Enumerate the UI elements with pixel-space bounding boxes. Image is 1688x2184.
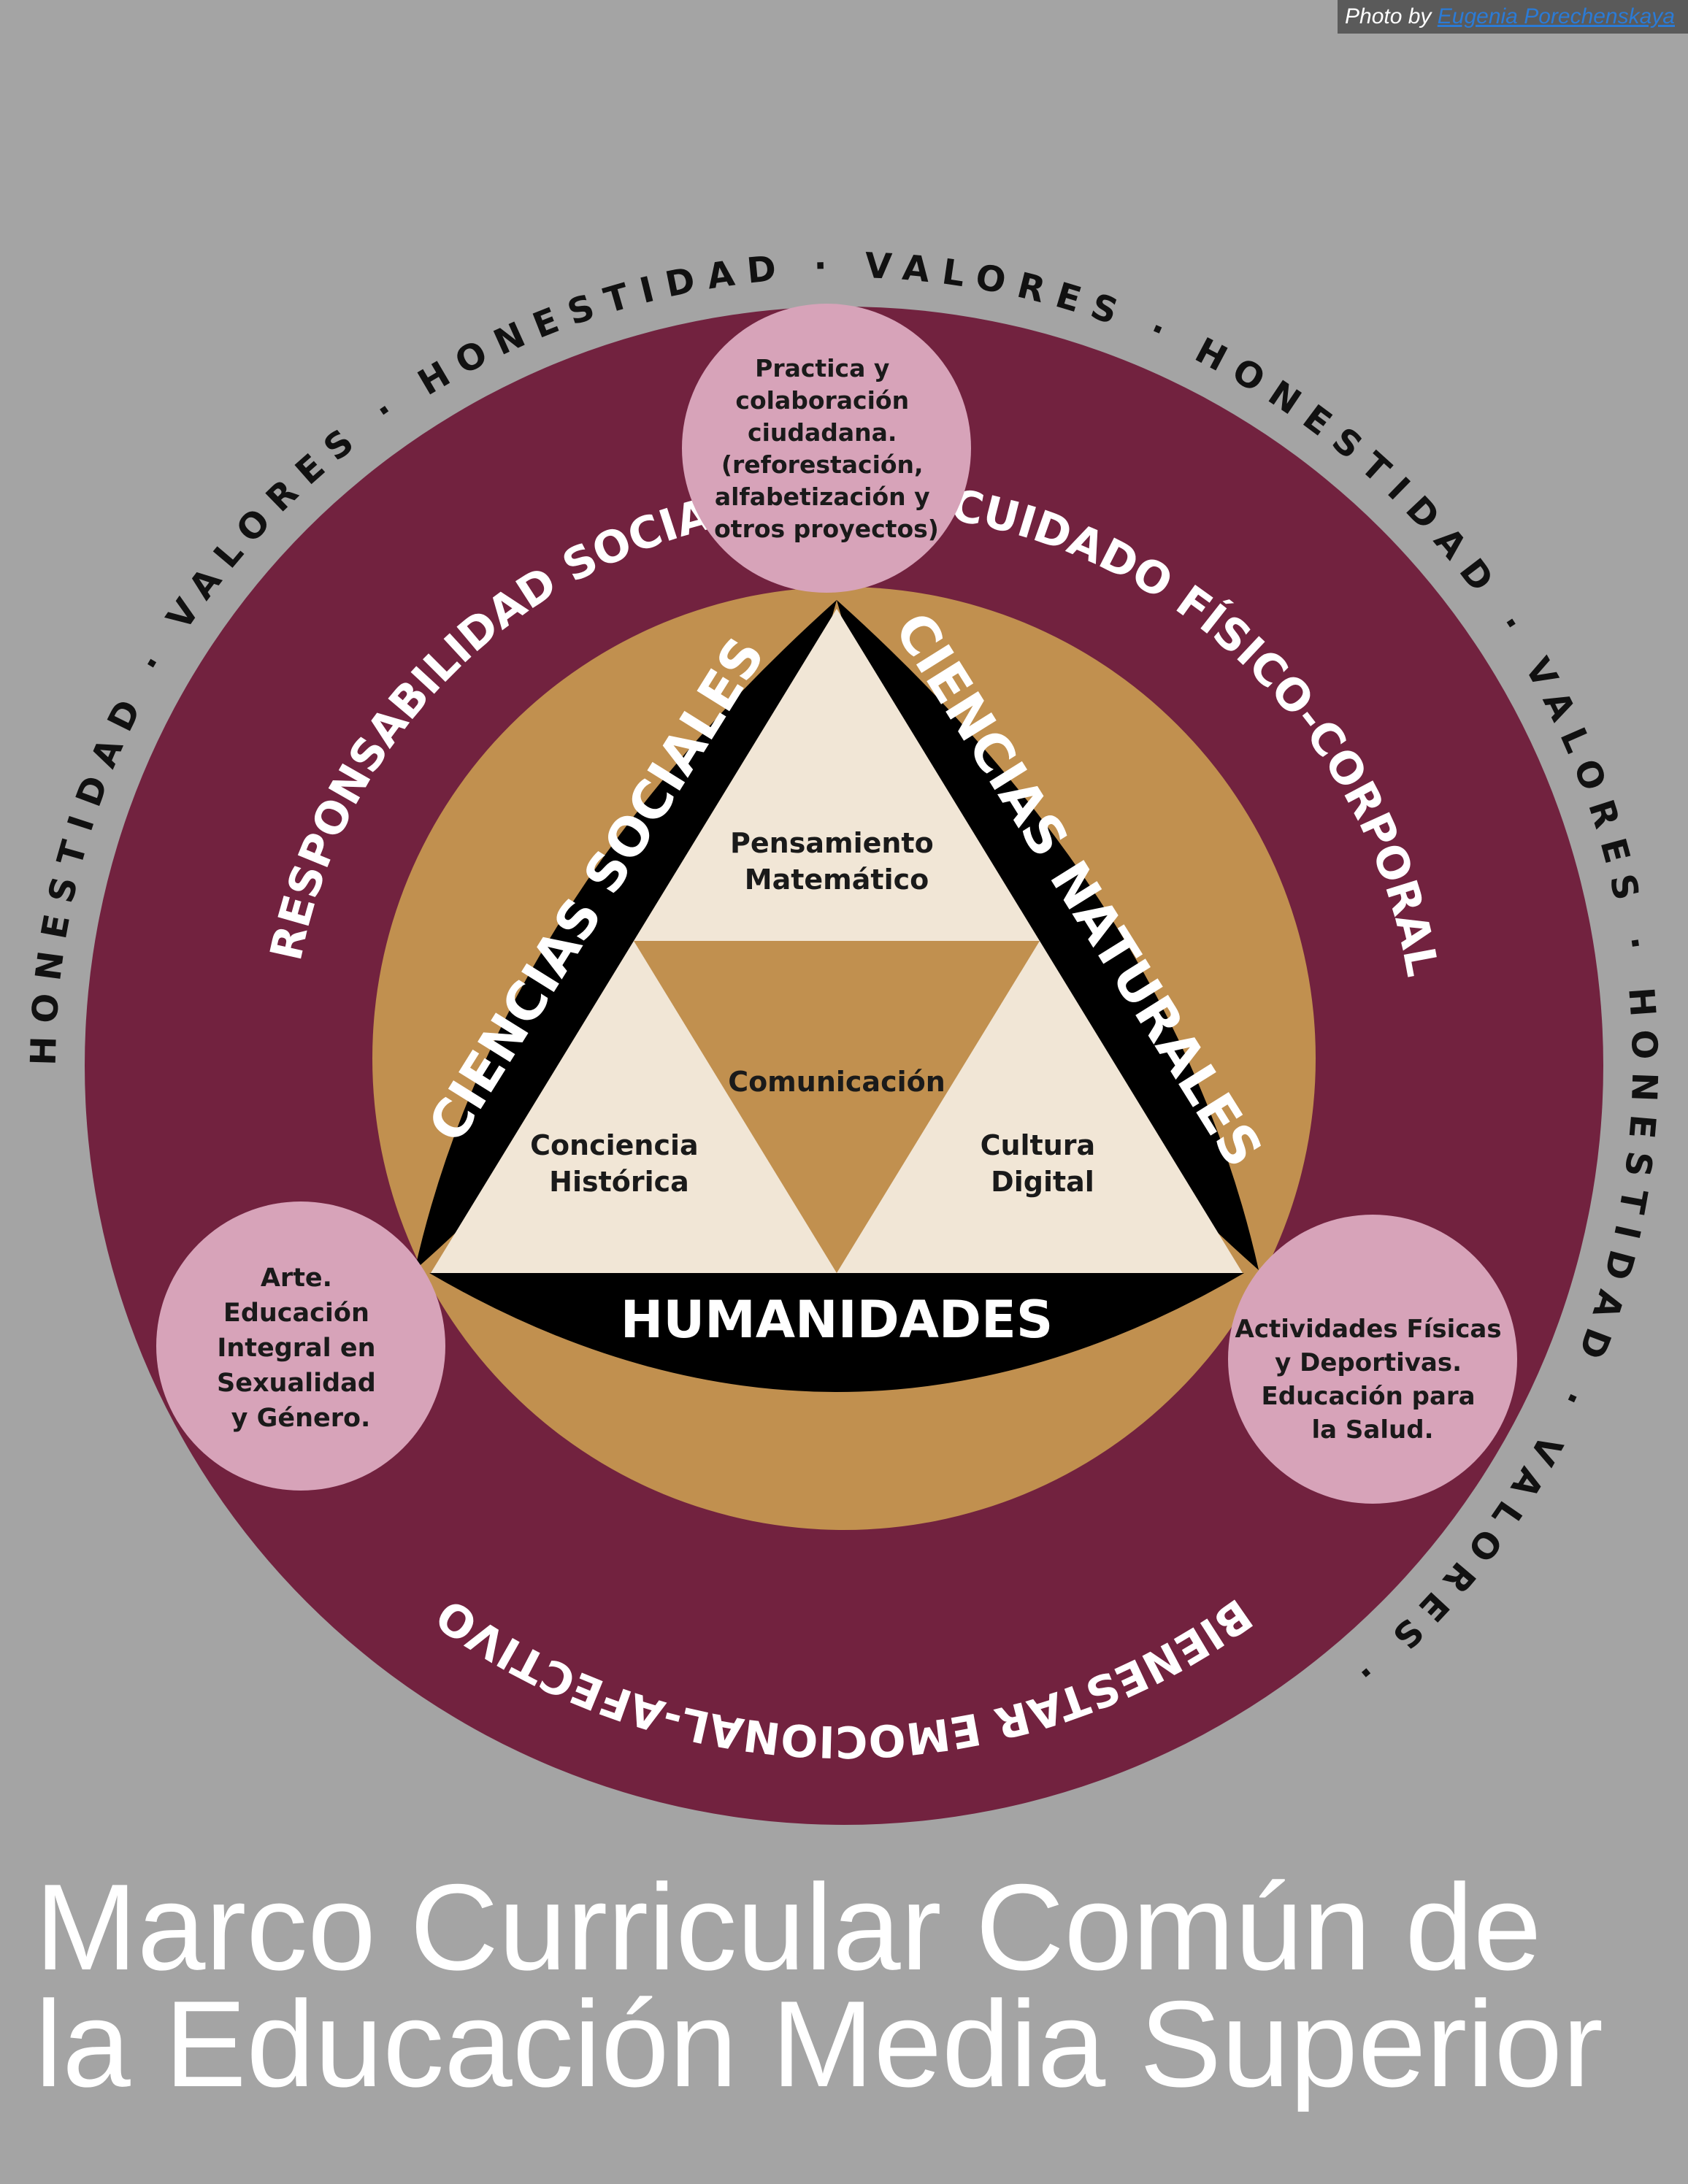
circle-practica-ciudadana (682, 304, 971, 593)
curriculum-diagram: HONESTIDAD · VALORES · HONESTIDAD · VALO… (23, 245, 1652, 1825)
circle-actividades-fisicas (1228, 1215, 1517, 1504)
band-ciencias-sociales (415, 600, 837, 1270)
band-label-humanidades: HUMANIDADES (621, 1290, 1054, 1350)
caption-title: Marco Curricular Común de la Educación M… (35, 1858, 1670, 2112)
circle-left-text: Arte. Educación Integral en Sexualidad y… (217, 1264, 385, 1433)
band-humanidades (429, 1273, 1244, 1392)
label-conciencia-historica: Conciencia Histórica (530, 1129, 708, 1198)
circle-top-text: Practica y colaboración ciudadana. (refo… (714, 354, 939, 543)
photo-credit-author-link[interactable]: Eugenia Porechenskaya (1437, 4, 1675, 28)
photo-credit: Photo by Eugenia Porechenskaya (1338, 0, 1688, 34)
label-pensamiento-matematico: Pensamiento Matemático (730, 827, 943, 896)
inner-triangle (634, 941, 1040, 1273)
label-cultura-digital: Cultura Digital (981, 1129, 1105, 1198)
photo-credit-prefix: Photo by (1345, 4, 1432, 28)
caption-line-1: Marco Curricular Común de (35, 1858, 1542, 1996)
band-ciencias-naturales (837, 600, 1259, 1270)
circle-arte-educacion (156, 1201, 445, 1491)
caption-line-2: la Educación Media Superior (35, 1975, 1603, 2112)
label-comunicacion: Comunicación (728, 1066, 945, 1098)
circle-right-text: Actividades Físicas y Deportivas. Educac… (1235, 1315, 1511, 1445)
